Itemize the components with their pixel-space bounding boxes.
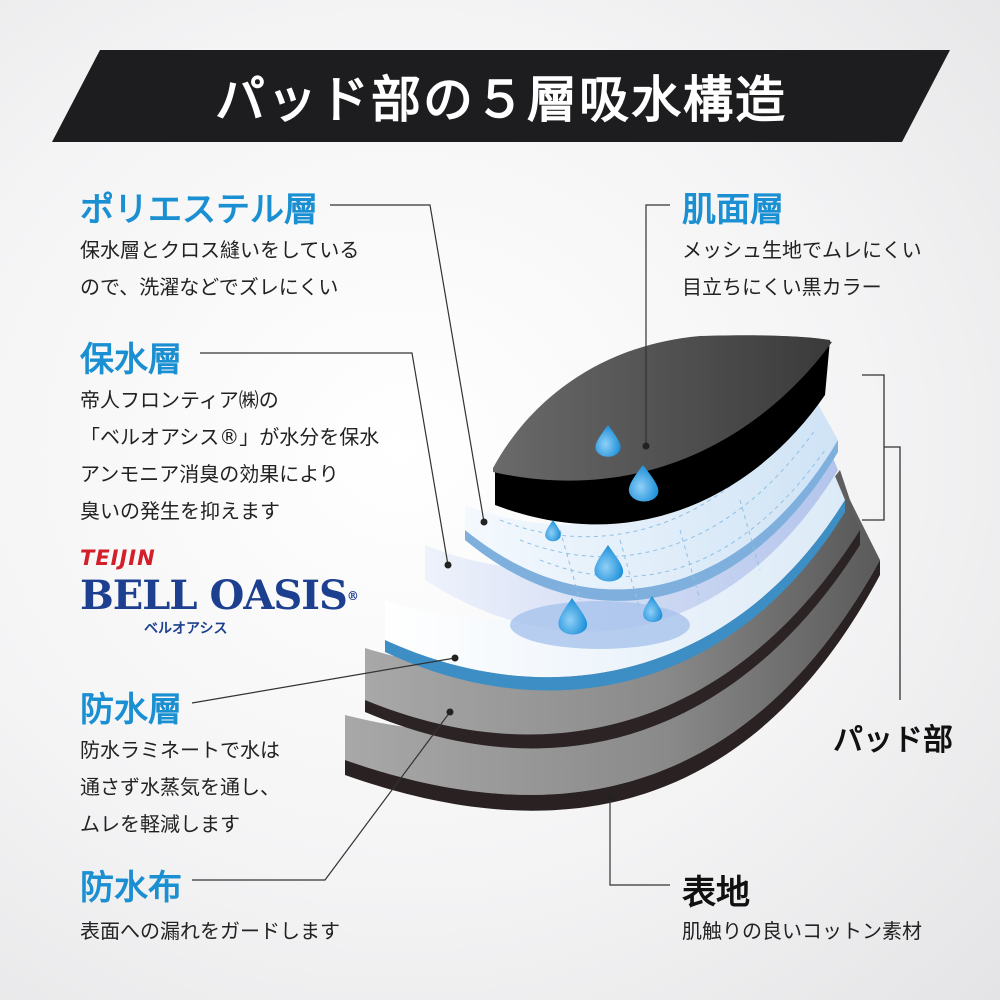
bell-oasis-wordmark: BELL OASIS bbox=[80, 572, 348, 619]
leader-lines bbox=[191, 204, 670, 886]
bell-oasis-logo: TEIJIN BELL OASIS® ベルオアシス bbox=[80, 546, 359, 638]
water-drop-icon bbox=[594, 545, 624, 582]
teijin-brand: TEIJIN bbox=[80, 546, 156, 570]
desc-waterproof-layer: 防水ラミネートで水は 通さず水蒸気を通し、 ムレを軽減します bbox=[80, 738, 280, 836]
heading-waterproof-cloth: 防水布 bbox=[80, 868, 182, 908]
title-banner bbox=[52, 50, 950, 142]
waterproof-layer bbox=[385, 440, 845, 678]
mesh-pattern bbox=[499, 409, 826, 611]
absorbed-water-spot bbox=[510, 601, 690, 649]
skin-surface-face bbox=[493, 335, 832, 481]
desc-outer-fabric: 肌触りの良いコットン素材 bbox=[682, 919, 922, 943]
desc-water-retention-layer: 帝人フロンティア㈱の 「ベルオアシス®」が水分を保水 アンモニア消臭の効果により… bbox=[80, 388, 380, 523]
heading-outer-fabric: 表地 bbox=[682, 873, 750, 913]
desc-polyester-layer: 保水層とクロス縫いをしている ので、洗濯などでズレにくい bbox=[80, 238, 360, 299]
water-drop-icon bbox=[558, 598, 588, 635]
bell-oasis-kana: ベルオアシス bbox=[144, 621, 228, 637]
water-drop-icon bbox=[628, 465, 659, 502]
page-title: パッド部の５層吸水構造 bbox=[215, 71, 787, 129]
outer-fabric-layer bbox=[345, 500, 880, 795]
leader-dots bbox=[444, 442, 650, 801]
water-drop-icon bbox=[643, 596, 663, 622]
bracket bbox=[862, 374, 901, 700]
desc-skin-surface-layer: メッシュ生地でムレにくい 目立ちにくい黒カラー bbox=[682, 238, 922, 299]
outer-fabric-layer-edge bbox=[345, 560, 880, 811]
desc-waterproof-cloth: 表面への漏れをガードします bbox=[80, 919, 340, 943]
heading-water-retention-layer: 保水層 bbox=[80, 340, 182, 380]
heading-waterproof-layer: 防水層 bbox=[80, 690, 182, 730]
bracket-label: パッド部 bbox=[833, 723, 953, 758]
heading-skin-surface-layer: 肌面層 bbox=[682, 190, 784, 230]
registered-mark: ® bbox=[346, 589, 359, 603]
heading-polyester-layer: ポリエステル層 bbox=[80, 190, 318, 230]
water-drops bbox=[545, 425, 663, 635]
waterproof-cloth-edge bbox=[365, 530, 860, 749]
water-drop-icon bbox=[595, 425, 621, 457]
water-drop-icon bbox=[545, 520, 561, 542]
